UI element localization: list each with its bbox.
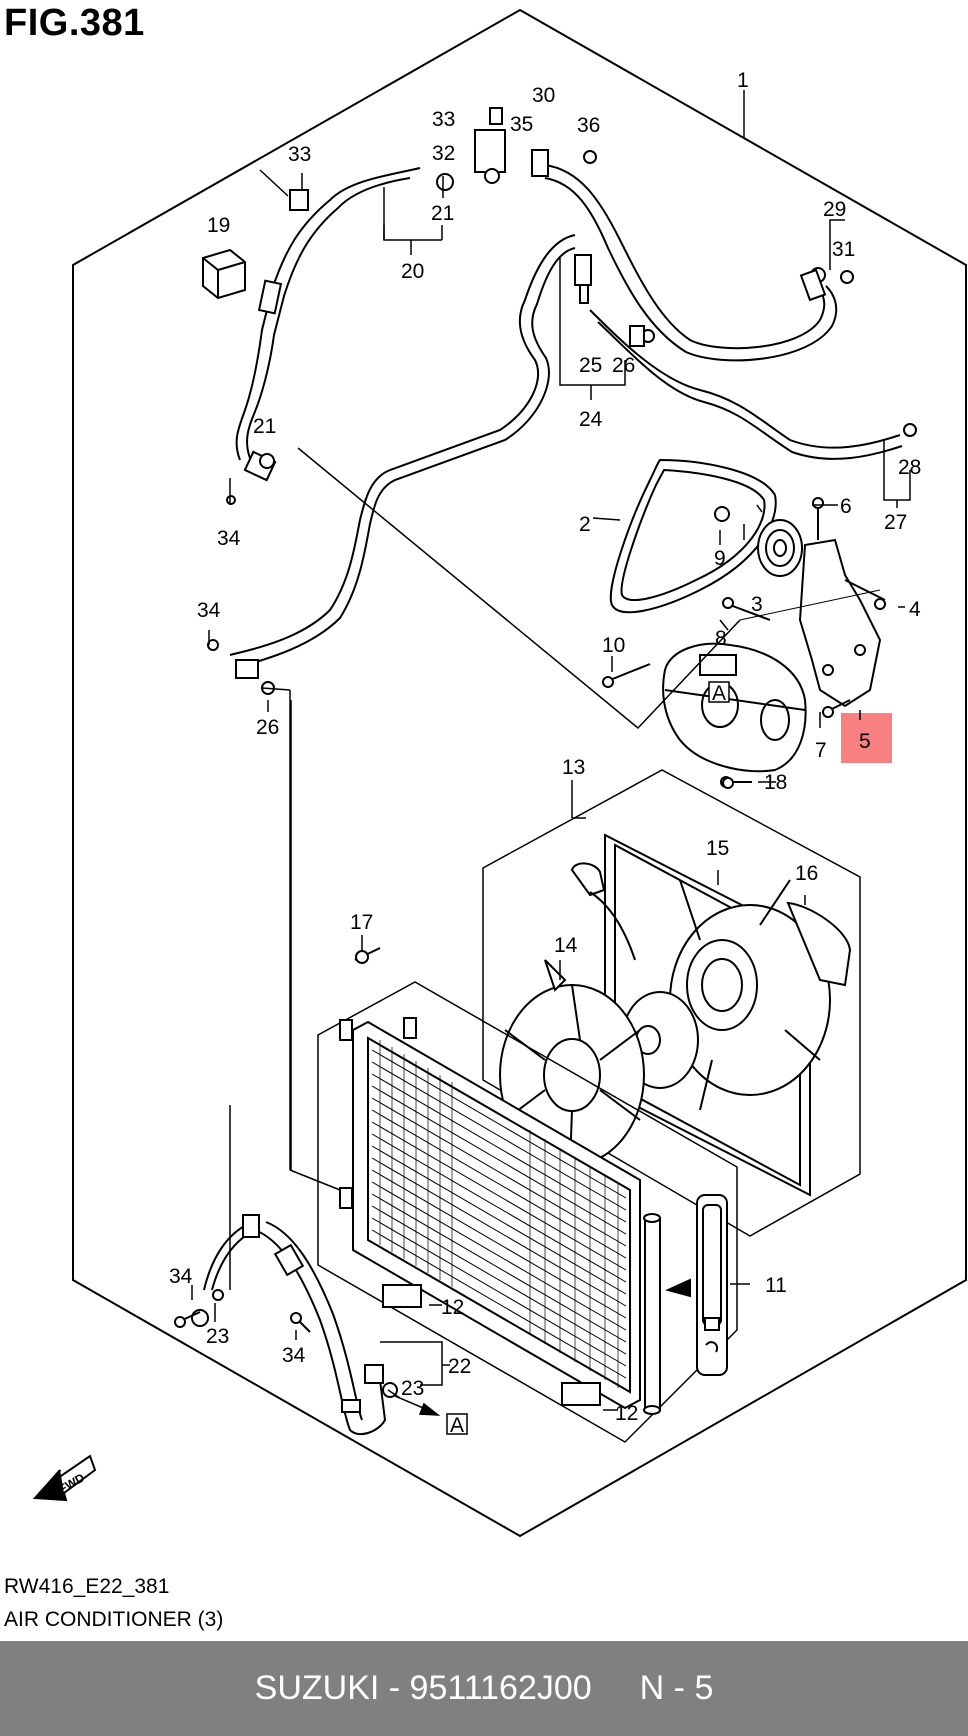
callout-15: 15 [706,837,729,860]
callout-5: 5 [859,730,871,753]
callout-20: 20 [401,260,424,283]
callout-31: 31 [832,238,855,261]
leader-lines [191,169,911,1411]
drier-element [665,1194,728,1376]
callout-36: 36 [577,114,600,137]
callout-2: 2 [579,513,591,536]
callout-23b: 23 [401,1377,424,1400]
callout-34c: 34 [169,1265,193,1288]
condenser-core [352,1020,641,1410]
callout-21b: 21 [253,415,276,438]
fan-shroud [604,833,831,1197]
callout-29: 29 [823,198,846,221]
callout-33a: 33 [432,108,455,131]
callout-34b: 34 [197,599,221,622]
callout-24: 24 [579,408,603,431]
callout-23a: 23 [206,1325,229,1348]
callout-34a: 34 [217,527,241,550]
brand-part-number: SUZUKI - 9511162J00 [254,1669,592,1707]
part-position: N - 5 [639,1669,714,1707]
callout-26b: 26 [256,716,279,739]
exploded-view-diagram: A A FWD 1 2 3 4 5 6 7 8 9 10 11 12 12 13… [32,8,967,1538]
liquid-pipe [229,234,903,669]
fan-motor-nut [354,777,852,987]
relay [202,248,246,300]
callout-28: 28 [898,456,921,479]
callout-4: 4 [909,598,921,621]
callout-3: 3 [751,593,763,616]
highlighted-part-box [841,713,892,763]
discharge-hose [235,167,421,461]
callout-10: 10 [602,634,625,657]
callout-19: 19 [207,214,230,237]
condenser-fins [371,1049,627,1379]
assembly-frame [72,8,967,1538]
callout-7: 7 [815,739,827,762]
part-info-footer: SUZUKI - 9511162J00 N - 5 [0,1641,968,1736]
callout-30: 30 [532,84,555,107]
callout-18: 18 [764,771,787,794]
callout-21a: 21 [431,202,454,225]
callout-26a: 26 [612,354,635,377]
compressor-body [662,642,807,773]
diagram-reference-code: RW416_E22_381 [4,1575,170,1598]
marker-a-top: A [712,682,726,705]
figure-title: FIG.381 [4,2,145,44]
receiver-drier [643,1213,661,1415]
condenser-mesh [379,1040,619,1388]
callout-35: 35 [510,113,533,136]
callout-13: 13 [562,756,585,779]
callout-25: 25 [579,354,602,377]
condenser-assembly-outline [317,981,738,1443]
marker-a-top-box [708,681,730,703]
marker-a-bottom: A [450,1414,464,1437]
callout-22: 22 [448,1355,471,1378]
callout-17: 17 [350,911,373,934]
compressor-pulley [714,506,803,577]
callout-8: 8 [715,627,727,650]
callout-14: 14 [554,934,578,957]
arrow-to-a [394,1395,441,1416]
callout-16: 16 [795,862,818,885]
callout-12b: 12 [615,1402,638,1425]
callout-34d: 34 [282,1344,306,1367]
condenser-cushions [339,1017,601,1406]
callout-27: 27 [884,511,907,534]
marker-a-bottom-box [446,1413,468,1435]
callout-12a: 12 [441,1296,464,1319]
lower-hose [203,1221,387,1436]
fwd-arrow-icon: FWD [32,1454,97,1502]
compressor-bracket [798,538,886,708]
callout-6: 6 [840,495,852,518]
callout-11: 11 [765,1274,787,1297]
fan-assembly-outline [482,769,861,1237]
suction-pipe [544,164,838,362]
callout-32: 32 [432,142,455,165]
figure-caption: AIR CONDITIONER (3) [4,1608,224,1631]
belt [609,458,777,614]
callout-1: 1 [737,69,749,92]
callout-9: 9 [714,547,726,570]
callout-33b: 33 [288,143,311,166]
pipe-fittings [207,107,917,695]
